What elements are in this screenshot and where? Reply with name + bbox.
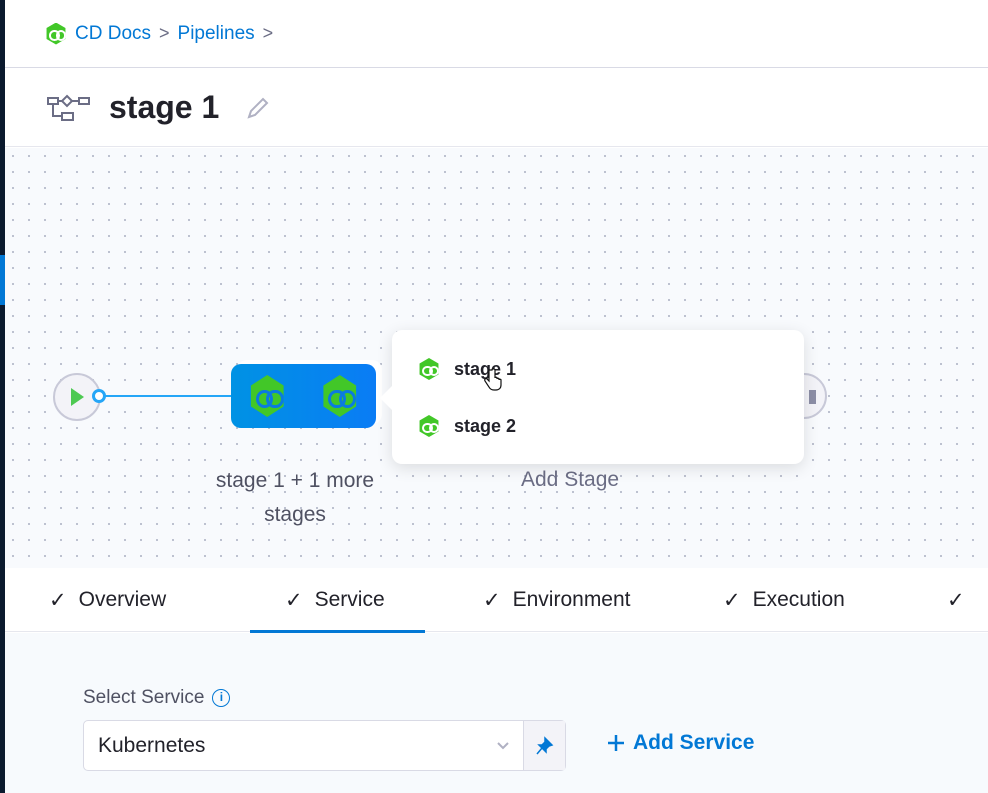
cd-module-icon (46, 22, 66, 45)
sidebar-active-indicator (0, 255, 5, 305)
service-select-value: Kubernetes (98, 733, 206, 757)
pipeline-stage-icon (47, 94, 90, 121)
hand-cursor-icon (484, 368, 502, 391)
popup-item-stage-1[interactable]: stage 1 (418, 358, 516, 380)
cd-stage-icon (323, 375, 357, 417)
chevron-down-icon[interactable] (483, 721, 523, 770)
stage-tabs: ✓ Overview ✓ Service ✓ Environment ✓ Executi… (5, 568, 988, 633)
app-sidebar-edge (0, 0, 5, 793)
check-icon: ✓ (723, 588, 741, 612)
stage-header: stage 1 (5, 69, 988, 147)
popup-item-label: stage 1 (454, 358, 517, 379)
edit-pencil-icon[interactable] (245, 95, 271, 121)
stage-group-popup: stage 1 stage 2 (380, 330, 804, 464)
breadcrumb-separator: > (262, 23, 274, 43)
tab-label: Execution (752, 588, 845, 611)
grouped-stage-label: stage 1 + 1 more stages (215, 469, 375, 526)
add-stage-label[interactable]: Add Stage (521, 468, 620, 491)
check-icon: ✓ (483, 588, 501, 612)
popup-item-label: stage 2 (454, 415, 517, 436)
tab-label: Environment (512, 588, 631, 611)
tab-next[interactable]: ✓ (947, 568, 977, 632)
tab-service[interactable]: ✓ Service (250, 568, 425, 633)
select-service-label: Select Service i (83, 687, 231, 709)
breadcrumb-separator: > (159, 23, 170, 43)
plus-icon (608, 735, 624, 751)
tab-overview[interactable]: ✓ Overview (49, 568, 166, 632)
service-form: Select Service i Kubernetes Add Service (5, 633, 988, 793)
info-icon[interactable]: i (212, 689, 231, 707)
tab-environment[interactable]: ✓ Environment (483, 568, 631, 632)
start-connector-dot (92, 389, 106, 403)
pipeline-canvas[interactable]: stage 1 + 1 more stages Add Stage stage … (5, 148, 988, 568)
cd-stage-icon (250, 375, 284, 417)
check-icon: ✓ (49, 588, 67, 612)
popup-item-stage-2[interactable]: stage 2 (418, 415, 516, 437)
breadcrumb-cd-docs[interactable]: CD Docs (75, 22, 152, 44)
tab-label: Overview (78, 588, 167, 611)
grouped-stage-node[interactable] (231, 364, 376, 428)
connector-line (105, 395, 233, 397)
cd-stage-icon (419, 358, 439, 380)
breadcrumb-pipelines[interactable]: Pipelines (177, 22, 255, 44)
add-service-button[interactable]: Add Service (607, 731, 754, 755)
pin-icon[interactable] (523, 721, 565, 770)
page-title: stage 1 (109, 89, 220, 125)
tab-label: Service (314, 588, 385, 611)
label-text: Select Service (83, 687, 205, 708)
cd-stage-icon (419, 415, 439, 437)
service-select[interactable]: Kubernetes (83, 720, 566, 771)
check-icon: ✓ (947, 588, 965, 612)
tab-execution[interactable]: ✓ Execution (723, 568, 845, 632)
breadcrumb: CD Docs > Pipelines > (5, 0, 988, 68)
check-icon: ✓ (285, 588, 303, 612)
button-label: Add Service (633, 731, 755, 754)
